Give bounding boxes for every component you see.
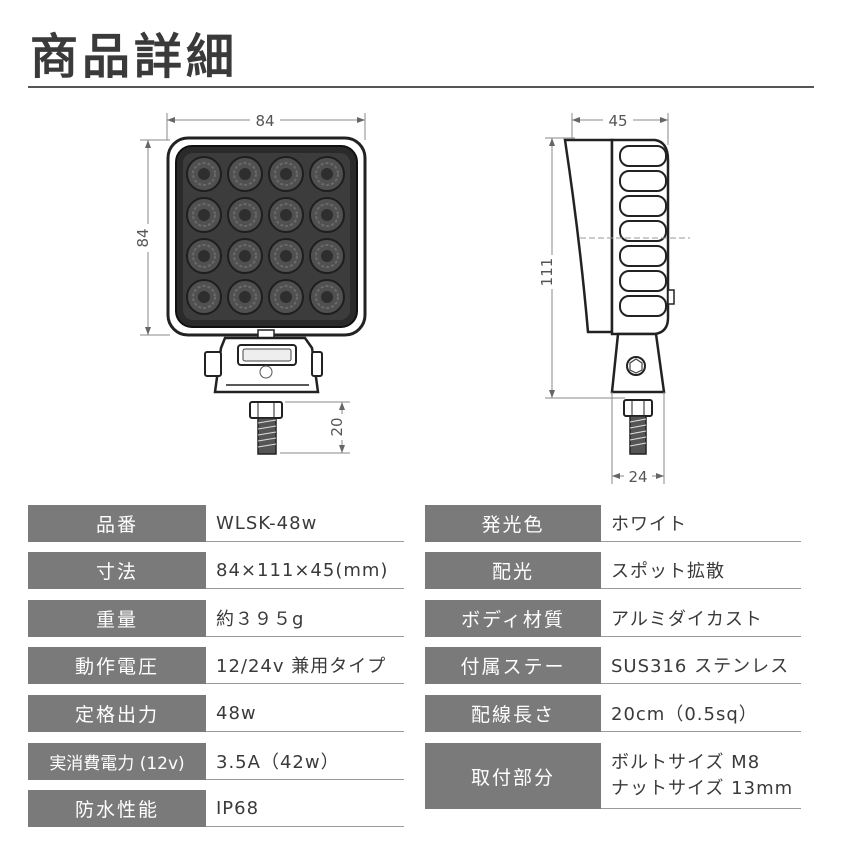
led-emitter	[198, 250, 210, 262]
led-emitter	[321, 291, 333, 303]
led-emitter	[280, 209, 292, 221]
spec-value: ホワイト	[601, 505, 801, 542]
led-ring	[315, 203, 339, 227]
spec-value: 84×111×45(mm)	[206, 552, 404, 589]
led-emitter	[198, 168, 210, 180]
spec-label: 品番	[28, 505, 206, 542]
led-emitter	[280, 168, 292, 180]
spec-value: 約３９５g	[206, 600, 404, 637]
mounting-nut-size: ナットサイズ 13mm	[611, 777, 794, 799]
front-height-label: 84	[134, 228, 152, 247]
led-emitter	[239, 250, 251, 262]
spec-row-part-number: 品番 WLSK-48w	[28, 505, 404, 542]
spec-label: 付属ステー	[425, 647, 601, 684]
spec-row-body-material: ボディ材質 アルミダイカスト	[425, 600, 801, 637]
spec-label: 寸法	[28, 552, 206, 589]
front-view: 84 84	[134, 110, 367, 455]
spec-label: 配線長さ	[425, 695, 601, 732]
led-ring	[233, 285, 257, 309]
spec-label: 取付部分	[425, 743, 601, 809]
spec-label: 発光色	[425, 505, 601, 542]
led-ring	[274, 244, 298, 268]
title-divider	[28, 86, 814, 88]
spec-row-wire-length: 配線長さ 20cm（0.5sq）	[425, 695, 801, 732]
spec-label: 実消費電力 (12v)	[28, 743, 206, 780]
spec-value: SUS316 ステンレス	[601, 647, 801, 684]
led-ring	[192, 285, 216, 309]
spec-value: WLSK-48w	[206, 505, 404, 542]
spec-row-waterproof: 防水性能 IP68	[28, 790, 404, 827]
spec-label: 重量	[28, 600, 206, 637]
side-view: 45 111	[538, 110, 690, 486]
spec-row-beam: 配光 スポット拡散	[425, 552, 801, 589]
spec-value: 20cm（0.5sq）	[601, 695, 801, 732]
spec-row-actual-power: 実消費電力 (12v) 3.5A（42w）	[28, 743, 404, 780]
led-ring	[233, 244, 257, 268]
spec-value: ボルトサイズ M8 ナットサイズ 13mm	[601, 743, 801, 809]
led-emitter	[280, 250, 292, 262]
spec-label: 動作電圧	[28, 647, 206, 684]
spec-value: 48w	[206, 695, 404, 732]
led-ring	[315, 285, 339, 309]
spec-label: ボディ材質	[425, 600, 601, 637]
side-depth-label: 45	[608, 112, 627, 130]
led-ring	[274, 203, 298, 227]
page-title: 商品詳細	[30, 29, 239, 85]
led-emitter	[321, 250, 333, 262]
spec-row-mounting: 取付部分 ボルトサイズ M8 ナットサイズ 13mm	[425, 743, 801, 809]
side-base-label: 24	[628, 468, 647, 486]
led-ring	[315, 162, 339, 186]
led-ring	[274, 285, 298, 309]
product-dimension-drawing: 84 84	[134, 110, 690, 486]
led-emitter	[239, 209, 251, 221]
led-ring	[192, 203, 216, 227]
led-emitter	[239, 291, 251, 303]
spec-value: IP68	[206, 790, 404, 827]
led-ring	[233, 203, 257, 227]
spec-row-rated-output: 定格出力 48w	[28, 695, 404, 732]
spec-value: スポット拡散	[601, 552, 801, 589]
led-emitter	[198, 291, 210, 303]
led-ring	[233, 162, 257, 186]
spec-row-weight: 重量 約３９５g	[28, 600, 404, 637]
led-emitter	[239, 168, 251, 180]
led-emitter	[321, 209, 333, 221]
led-ring	[192, 162, 216, 186]
led-ring	[192, 244, 216, 268]
spec-label: 定格出力	[28, 695, 206, 732]
spec-row-voltage: 動作電圧 12/24v 兼用タイプ	[28, 647, 404, 684]
led-emitter	[198, 209, 210, 221]
spec-row-light-color: 発光色 ホワイト	[425, 505, 801, 542]
spec-row-dimensions: 寸法 84×111×45(mm)	[28, 552, 404, 589]
side-height-label: 111	[538, 258, 556, 287]
front-width-label: 84	[255, 112, 274, 130]
mounting-bolt-size: ボルトサイズ M8	[611, 751, 761, 773]
spec-label: 防水性能	[28, 790, 206, 827]
led-emitter	[280, 291, 292, 303]
spec-value: 3.5A（42w）	[206, 743, 404, 780]
spec-value: アルミダイカスト	[601, 600, 801, 637]
spec-value: 12/24v 兼用タイプ	[206, 647, 404, 684]
led-ring	[315, 244, 339, 268]
spec-row-bracket: 付属ステー SUS316 ステンレス	[425, 647, 801, 684]
spec-label: 配光	[425, 552, 601, 589]
led-emitter	[321, 168, 333, 180]
led-ring	[274, 162, 298, 186]
bolt-length-label: 20	[328, 417, 346, 436]
